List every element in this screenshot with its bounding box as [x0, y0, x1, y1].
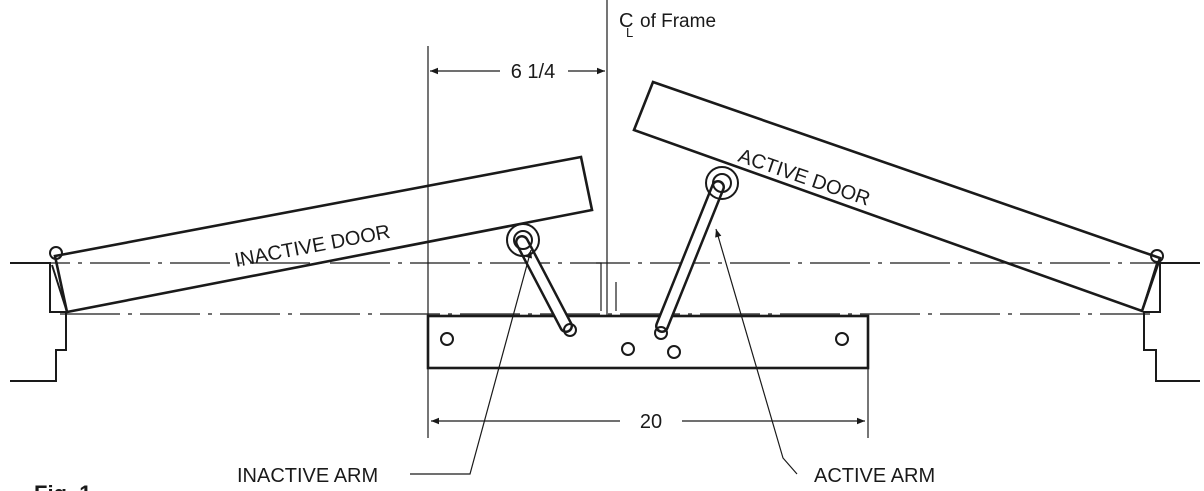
closer-screw-left — [440, 332, 454, 346]
active-arm — [654, 166, 739, 340]
closer-body — [426, 314, 870, 370]
right-frame-jamb — [1143, 262, 1200, 382]
inactive-door-hinge-line — [51, 264, 68, 313]
active-arm-label: ACTIVE ARM — [814, 465, 935, 487]
inactive-arm — [506, 223, 577, 337]
dimension-width-value: 20 — [640, 411, 662, 433]
dimension-width: 20 — [427, 368, 869, 438]
inactive-arm-label: INACTIVE ARM — [237, 465, 378, 487]
active-arm-leader — [715, 228, 798, 475]
centerline-subscript: L — [626, 25, 633, 40]
centerline-symbol: C — [619, 10, 633, 32]
centerline-text: of Frame — [640, 11, 716, 32]
closer-screw-center-2 — [667, 345, 681, 359]
figure-number: Fig. 1 — [34, 481, 91, 491]
active-door-pivot — [1150, 249, 1164, 263]
closer-screw-right — [835, 332, 849, 346]
center-step-mark — [596, 262, 602, 311]
inactive-door: INACTIVE DOOR — [53, 155, 594, 314]
inactive-arm-leader — [410, 249, 532, 475]
inactive-door-pivot — [49, 246, 63, 260]
closer-screw-center — [621, 342, 635, 356]
left-frame-jamb — [10, 262, 67, 382]
active-door-hinge-line — [1141, 262, 1158, 312]
dimension-offset: 6 1/4 — [427, 46, 605, 316]
active-door-label: ACTIVE DOOR — [735, 145, 872, 211]
dimension-offset-value: 6 1/4 — [511, 61, 555, 83]
centerline-label: C L of Frame — [619, 10, 716, 40]
